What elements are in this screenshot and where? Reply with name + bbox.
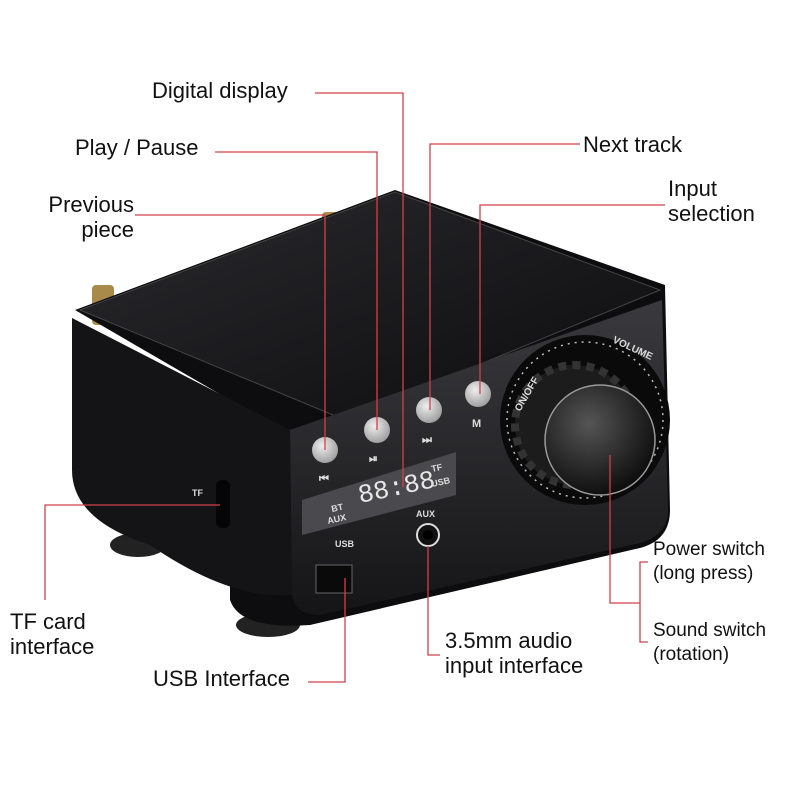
side-panel — [72, 318, 292, 596]
callout-text: Previous — [48, 192, 134, 217]
callout-text: interface — [10, 634, 95, 659]
top-panel — [78, 191, 662, 421]
callout-text: Input — [668, 176, 717, 201]
callout-usb-interface: USB Interface — [153, 666, 290, 691]
callout-text: TF card — [10, 609, 86, 634]
callout-text: input interface — [445, 653, 584, 678]
display-bt: BT — [330, 502, 344, 514]
callout-input-selection: Input selection — [668, 176, 755, 226]
tf-label: TF — [192, 488, 203, 498]
previous-icon: ⏮ — [319, 473, 329, 485]
callout-previous-piece: Previous piece — [30, 192, 134, 242]
volume-knob[interactable]: ON/OFF VOLUME — [500, 335, 670, 505]
aux-label: AUX — [416, 509, 435, 519]
callout-text: (long press) — [653, 563, 754, 584]
tf-card-slot[interactable] — [216, 480, 230, 528]
next-icon: ⏭ — [422, 434, 432, 446]
callout-power-switch: Power switch (long press) — [653, 538, 765, 586]
display-usb: USB — [430, 475, 451, 489]
usb-label: USB — [335, 539, 355, 549]
callout-digital-display: Digital display — [152, 78, 288, 103]
callout-audio-input: 3.5mm audio input interface — [445, 628, 583, 678]
usb-port[interactable] — [315, 564, 353, 594]
display-aux: AUX — [326, 512, 347, 526]
callout-play-pause: Play / Pause — [75, 135, 199, 160]
callout-lines — [44, 92, 665, 683]
callout-next-track: Next track — [583, 132, 683, 157]
mode-button[interactable] — [465, 381, 491, 407]
callout-text: (rotation) — [653, 644, 730, 665]
next-button[interactable] — [416, 397, 442, 423]
digital-display: 88:88 BT AUX TF USB — [302, 452, 456, 535]
callout-text: piece — [81, 217, 134, 242]
mode-label: M — [472, 418, 481, 430]
callout-text: 3.5mm audio — [445, 628, 573, 653]
play-pause-icon: ⏯ — [369, 453, 378, 465]
callout-text: selection — [668, 201, 755, 226]
callout-text: Sound switch — [653, 620, 767, 641]
callout-text: Power switch — [653, 539, 765, 560]
callout-tf-card: TF card interface — [10, 609, 94, 659]
callout-sound-switch: Sound switch (rotation) — [653, 619, 766, 667]
display-tf: TF — [430, 462, 443, 474]
